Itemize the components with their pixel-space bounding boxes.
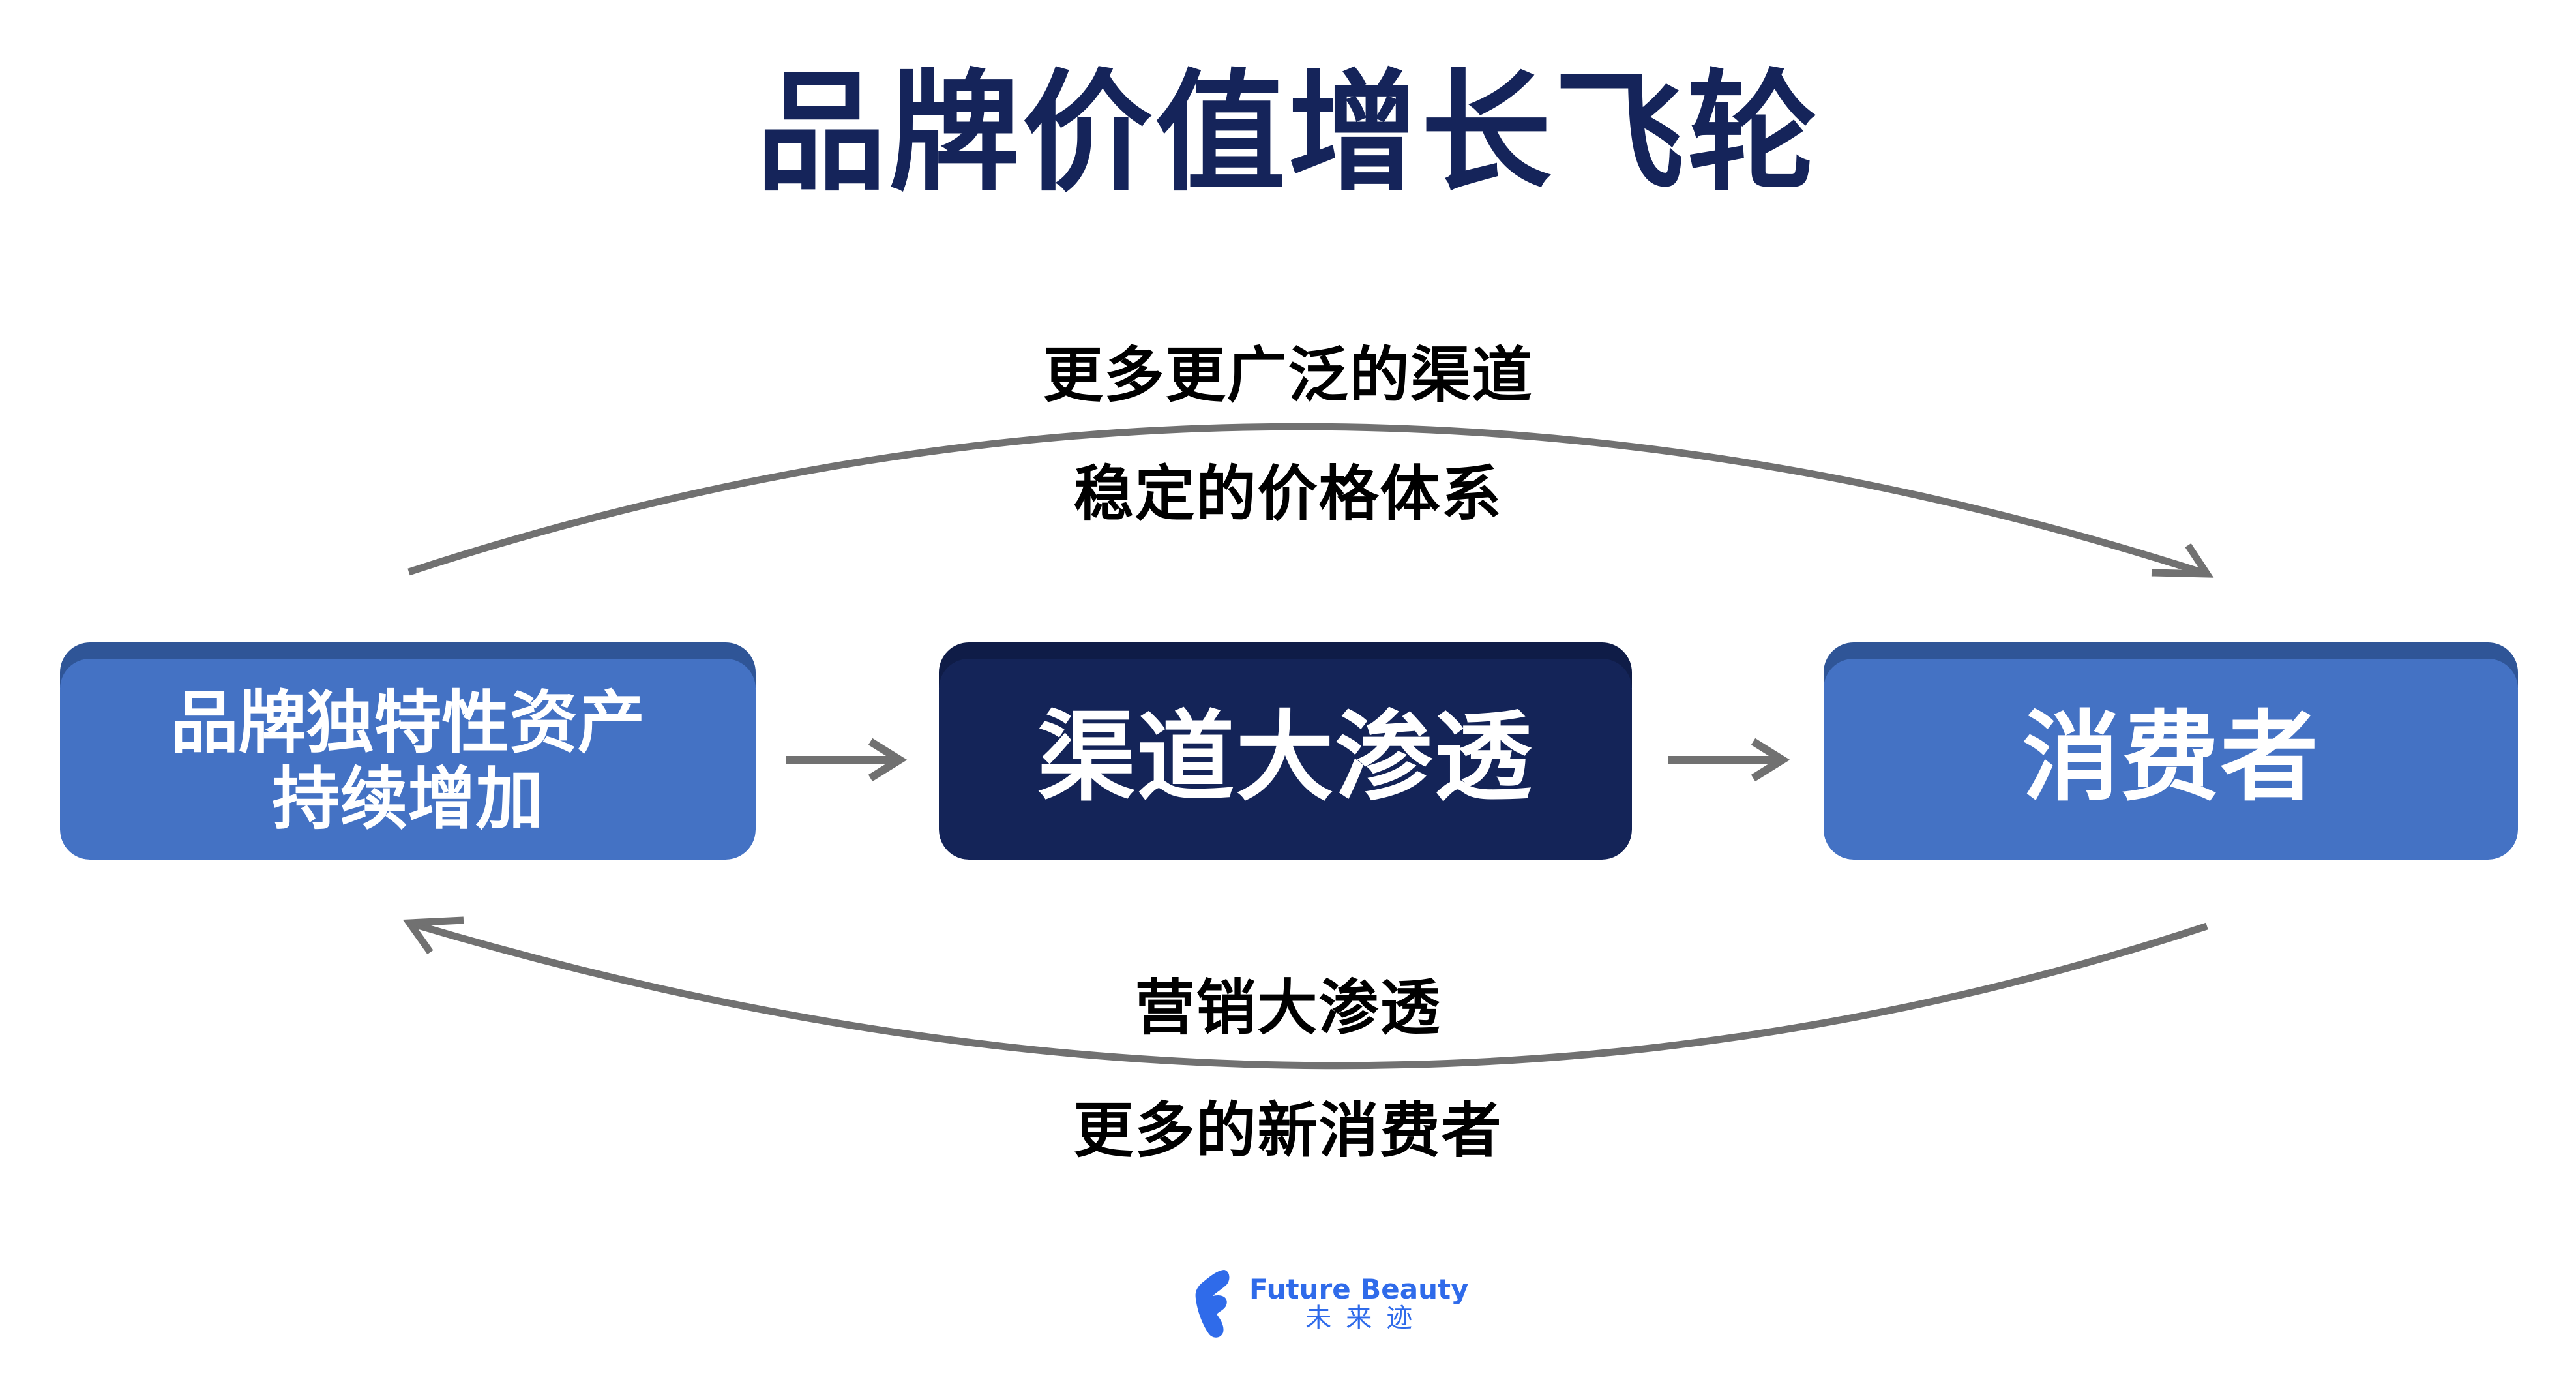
node-brand-assets: 品牌独特性资产 持续增加 (60, 642, 756, 860)
top-arc-arrow (407, 423, 2208, 578)
connector-arrow-1 (786, 738, 908, 782)
bottom-arc-arrow (408, 919, 2208, 1070)
brand-logo: Future Beauty 未来迹 (1193, 1265, 1469, 1344)
logo-name-zh: 未来迹 (1305, 1303, 1427, 1333)
bottom-arc-arrowhead (402, 916, 464, 955)
top-arc-label-channels: 更多更广泛的渠道 (1043, 340, 1533, 410)
page-title: 品牌价值增长飞轮 (756, 57, 1820, 209)
node-label-line-1: 品牌独特性资产 (170, 683, 645, 763)
logo-name-en: Future Beauty (1249, 1273, 1469, 1305)
node-channel-penetration: 渠道大渗透 (939, 642, 1632, 860)
future-beauty-leaf-icon (1195, 1270, 1230, 1338)
node-label: 消费者 (2022, 700, 2320, 815)
node-label: 品牌独特性资产 持续增加 (170, 685, 645, 837)
node-label: 渠道大渗透 (1037, 700, 1533, 815)
node-consumers: 消费者 (1824, 642, 2518, 860)
bottom-arc-label-new-consumers: 更多的新消费者 (1073, 1096, 1503, 1166)
node-fill (60, 659, 756, 860)
node-fill (939, 659, 1632, 860)
node-label-line-2: 持续增加 (272, 759, 544, 839)
connector-arrow-2 (1668, 738, 1790, 782)
bottom-arc-label-marketing: 营销大渗透 (1134, 973, 1442, 1043)
top-arc-arrowhead (2151, 543, 2214, 578)
top-arc-label-pricing: 稳定的价格体系 (1073, 459, 1503, 529)
node-fill (1824, 659, 2518, 860)
